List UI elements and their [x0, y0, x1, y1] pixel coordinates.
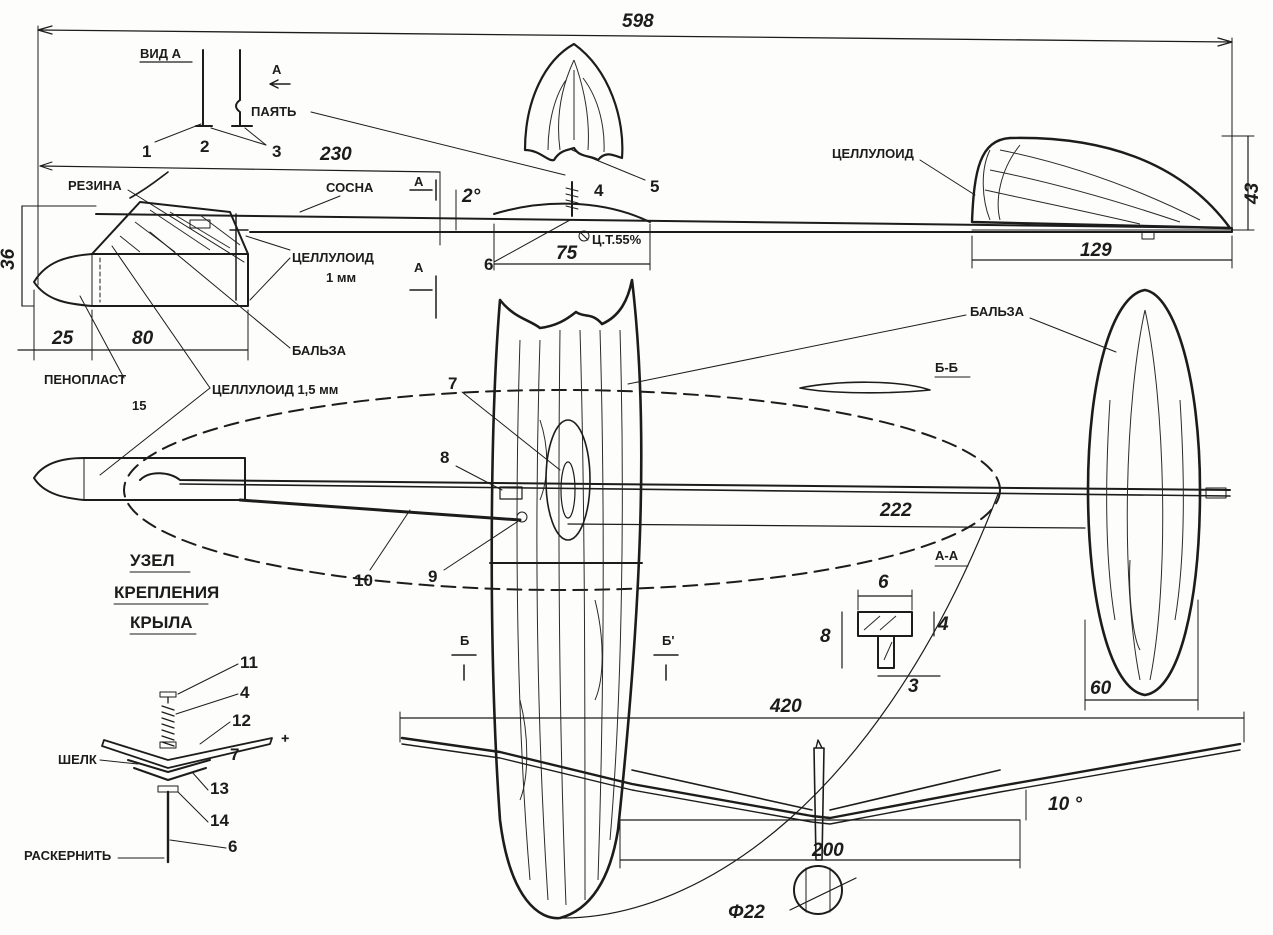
dim-beam-h: 8	[820, 626, 831, 647]
dim-36: 36	[0, 248, 19, 270]
label-foam-num: 15	[132, 398, 146, 413]
callout-8: 8	[440, 448, 449, 467]
label-node-mark: ᚐ	[281, 730, 289, 745]
view-a-title: ВИД А	[140, 46, 182, 61]
cut-b-right: Б'	[662, 633, 674, 648]
node-title-1: УЗЕЛ	[130, 551, 175, 570]
label-solder: ПАЯТЬ	[251, 104, 296, 119]
callout-4: 4	[594, 181, 604, 200]
label-rivet: РАСКЕРНИТЬ	[24, 848, 111, 863]
callout-9: 9	[428, 567, 437, 586]
wing-tip-profile: 5	[523, 42, 659, 196]
dim-disk: Φ22	[728, 902, 765, 923]
callout-7b: 7	[230, 745, 239, 764]
tail-fin-side: ЦЕЛЛУЛОИД 43 129	[832, 135, 1263, 269]
dim-beam-w: 6	[878, 572, 889, 593]
section-bb-title: Б-Б	[935, 360, 958, 375]
dim-dihedral: 10 °	[1048, 794, 1082, 815]
dim-129: 129	[1080, 240, 1112, 261]
label-celluloid: ЦЕЛЛУЛОИД	[832, 146, 915, 161]
dim-75: 75	[556, 243, 578, 264]
callout-12: 12	[232, 711, 251, 730]
view-a-arrow-label: А	[272, 62, 282, 77]
callout-3: 3	[272, 142, 281, 161]
node-title-3: КРЫЛА	[130, 613, 193, 632]
section-aa-title: А-А	[935, 548, 959, 563]
dim-60: 60	[1090, 678, 1112, 699]
front-view: 420 Φ22 200 10 °	[399, 493, 1245, 923]
callout-4b: 4	[240, 683, 250, 702]
dim-200: 200	[811, 840, 844, 861]
fuselage-side-view: 230 РЕЗИНА СОСНА 36 25 80 ЦЕЛЛУЛОИД 1 мм	[0, 144, 1233, 476]
label-celluloid-1mm: 1 мм	[326, 270, 356, 285]
dim-incidence: 2°	[461, 186, 481, 207]
node-title-2: КРЕПЛЕНИЯ	[114, 583, 219, 602]
callout-1: 1	[142, 142, 151, 161]
wing-mount-node: УЗЕЛ КРЕПЛЕНИЯ КРЫЛА 11 4 12 7 13 14 6 Ш…	[24, 551, 289, 864]
callout-6b: 6	[228, 837, 237, 856]
dim-598: 598	[622, 11, 654, 32]
dim-43: 43	[1242, 182, 1263, 205]
view-a-detail: ВИД А А ПАЯТЬ 1 2 3	[139, 46, 566, 176]
callout-11: 11	[240, 653, 258, 672]
label-cg: Ц.Т.55%	[592, 232, 642, 247]
callout-10: 10	[354, 571, 373, 590]
cut-a-bottom: А	[414, 260, 424, 275]
label-celluloid-15: ЦЕЛЛУЛОИД 1,5 мм	[212, 382, 338, 397]
cut-a-top: А	[414, 174, 424, 189]
label-balsa: БАЛЬЗА	[970, 304, 1025, 319]
callout-7: 7	[448, 374, 457, 393]
top-view: БАЛЬЗА 7 8 9 10 222 Б-Б Б Б' 60 А-А	[33, 278, 1231, 920]
label-rubber: РЕЗИНА	[68, 178, 122, 193]
label-balsa-pod: БАЛЬЗА	[292, 343, 347, 358]
dim-420: 420	[769, 696, 802, 717]
callout-13: 13	[210, 779, 229, 798]
callout-5: 5	[650, 177, 659, 196]
label-silk: ШЕЛК	[58, 752, 97, 767]
dimension-total-length: 598	[37, 11, 1233, 286]
label-pine: СОСНА	[326, 180, 374, 195]
dim-beam-top: 4	[937, 614, 949, 635]
callout-2: 2	[200, 137, 209, 156]
dim-beam-web: 3	[908, 676, 919, 697]
dim-25: 25	[51, 328, 74, 349]
dim-222: 222	[879, 500, 912, 521]
dim-80: 80	[132, 328, 154, 349]
label-foam: ПЕНОПЛАСТ	[44, 372, 126, 387]
dim-230: 230	[319, 144, 352, 165]
label-celluloid-1: ЦЕЛЛУЛОИД	[292, 250, 375, 265]
callout-6: 6	[484, 255, 493, 274]
callout-14: 14	[210, 811, 229, 830]
cut-b-left: Б	[460, 633, 469, 648]
